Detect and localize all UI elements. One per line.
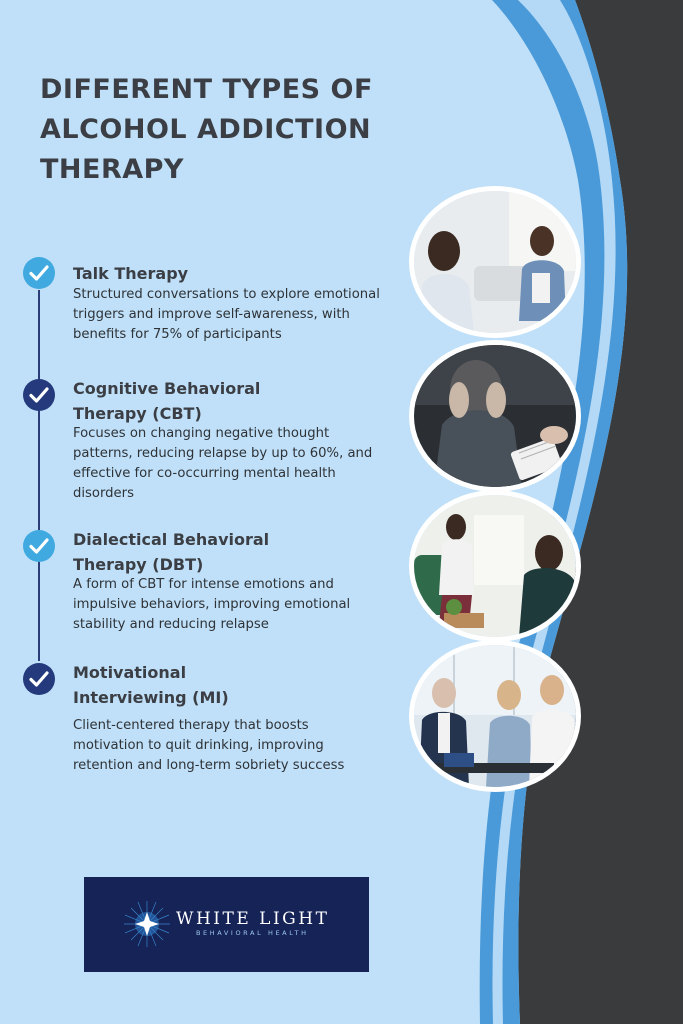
timeline-connector: [38, 561, 40, 661]
therapy-item-dbt: Dialectical Behavioral Therapy (DBT): [73, 527, 288, 577]
timeline-connector: [38, 410, 40, 530]
motivational-interviewing-photo: [409, 640, 581, 792]
brand-logo: WHITE LIGHT BEHAVIORAL HEALTH: [84, 877, 369, 972]
page-title: DIFFERENT TYPES OF ALCOHOL ADDICTION THE…: [40, 74, 373, 185]
cbt-session-photo: [409, 340, 581, 492]
therapy-description: Structured conversations to explore emot…: [73, 287, 380, 342]
check-circle-dark-icon: [22, 662, 56, 696]
check-circle-light-icon: [22, 529, 56, 563]
therapy-description: Client-centered therapy that boosts moti…: [73, 718, 345, 773]
therapy-item-cbt-description: Focuses on changing negative thought pat…: [73, 424, 383, 504]
therapy-description: Focuses on changing negative thought pat…: [73, 426, 373, 501]
check-circle-dark-icon: [22, 378, 56, 412]
star-burst-icon: [124, 901, 170, 947]
therapy-name: Dialectical Behavioral Therapy (DBT): [73, 530, 270, 574]
check-circle-light-icon: [22, 256, 56, 290]
therapy-item-mi-description: Client-centered therapy that boosts moti…: [73, 716, 373, 776]
therapy-description: A form of CBT for intense emotions and i…: [73, 577, 351, 632]
logo-name: WHITE LIGHT: [176, 909, 330, 929]
logo-subtitle: BEHAVIORAL HEALTH: [196, 929, 309, 937]
therapy-name: Motivational Interviewing (MI): [73, 663, 229, 707]
therapy-item-cbt: Cognitive Behavioral Therapy (CBT): [73, 376, 288, 426]
timeline-connector: [38, 290, 40, 380]
therapy-item-talk: Talk Therapy Structured conversations to…: [73, 262, 383, 345]
therapy-item-dbt-description: A form of CBT for intense emotions and i…: [73, 575, 373, 635]
dark-wave: [518, 0, 683, 1024]
therapy-item-mi: Motivational Interviewing (MI): [73, 660, 233, 710]
therapy-name: Talk Therapy: [73, 264, 189, 283]
dbt-session-photo: [409, 490, 581, 642]
talk-therapy-photo: [409, 186, 581, 338]
therapy-name: Cognitive Behavioral Therapy (CBT): [73, 379, 261, 423]
